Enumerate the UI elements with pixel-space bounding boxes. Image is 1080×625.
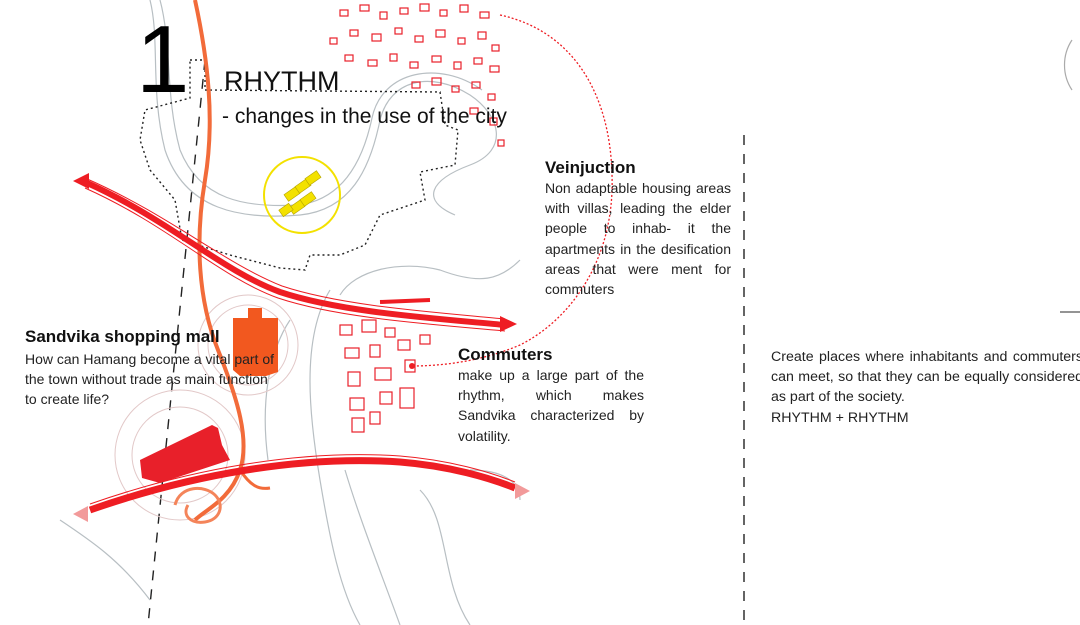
interchange xyxy=(173,486,222,524)
annotation-shopping-mall: Sandvika shopping mall How can Hamang be… xyxy=(25,327,275,410)
arrow-west-lower xyxy=(73,506,88,522)
mall-building-orange xyxy=(233,308,278,376)
right-column-text: Create places where inhabitants and comm… xyxy=(771,347,1080,428)
highway-upper xyxy=(83,177,506,332)
annotation-heading: Sandvika shopping mall xyxy=(25,327,220,346)
section-subtitle: - changes in the use of the city xyxy=(222,105,507,128)
annotation-heading: Veinjuction xyxy=(545,158,636,177)
yellow-buildings xyxy=(278,170,322,218)
arrow-east-lower xyxy=(515,483,530,499)
section-number: 1 xyxy=(136,6,189,113)
right-edge-arc xyxy=(1063,39,1073,91)
commuter-buildings xyxy=(339,319,431,433)
arrow-west-upper xyxy=(73,173,89,189)
rail-stub xyxy=(379,298,431,304)
annotation-text: make up a large part of the rhythm, whic… xyxy=(458,367,644,444)
rhythm-formula: RHYTHM + RHYTHM xyxy=(771,409,909,426)
annotation-text: How can Hamang become a vital part of th… xyxy=(25,351,275,408)
section-title: RHYTHM xyxy=(224,66,340,96)
annotation-heading: Commuters xyxy=(458,345,553,364)
right-body-text: Create places where inhabitants and comm… xyxy=(771,349,1080,406)
arrow-east-upper xyxy=(500,316,517,332)
yellow-area-circle xyxy=(263,156,341,234)
mall-building-red xyxy=(140,425,230,483)
red-dotted-arc xyxy=(411,14,613,367)
annotation-text: Non adaptable housing areas with villas,… xyxy=(545,180,731,298)
annotation-veinjuction: Veinjuction Non adaptable housing areas … xyxy=(545,158,731,299)
house-cluster-top xyxy=(329,3,505,147)
annotation-commuters: Commuters make up a large part of the rh… xyxy=(458,345,644,446)
coastline xyxy=(59,0,521,625)
